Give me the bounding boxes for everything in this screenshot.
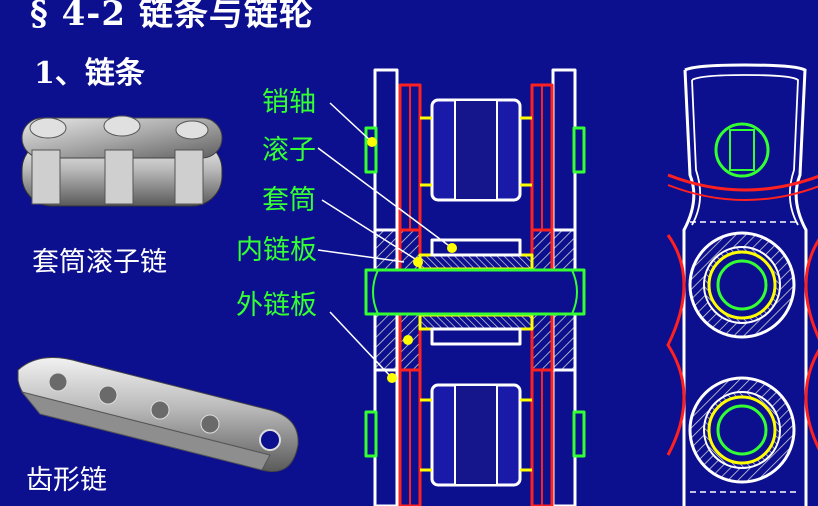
label-pin: 销轴 (262, 87, 316, 118)
label-inner-plate: 内链板 (236, 235, 317, 266)
section-heading: 1、链条 (34, 56, 145, 91)
leader-dots (367, 137, 457, 383)
chain-side-view (666, 63, 818, 506)
slide-title: § 4-2 链条与链轮 (30, 0, 314, 34)
label-silent-chain: 齿形链 (26, 465, 107, 496)
label-roller: 滚子 (262, 135, 316, 166)
chain-cross-section (364, 68, 586, 506)
label-outer-plate: 外链板 (236, 290, 317, 321)
roller-chain-illustration (21, 115, 223, 207)
silent-chain-illustration (17, 357, 299, 472)
leader-lines (317, 102, 453, 379)
label-bushing: 套筒 (262, 185, 316, 216)
label-roller-chain: 套筒滚子链 (32, 247, 167, 278)
